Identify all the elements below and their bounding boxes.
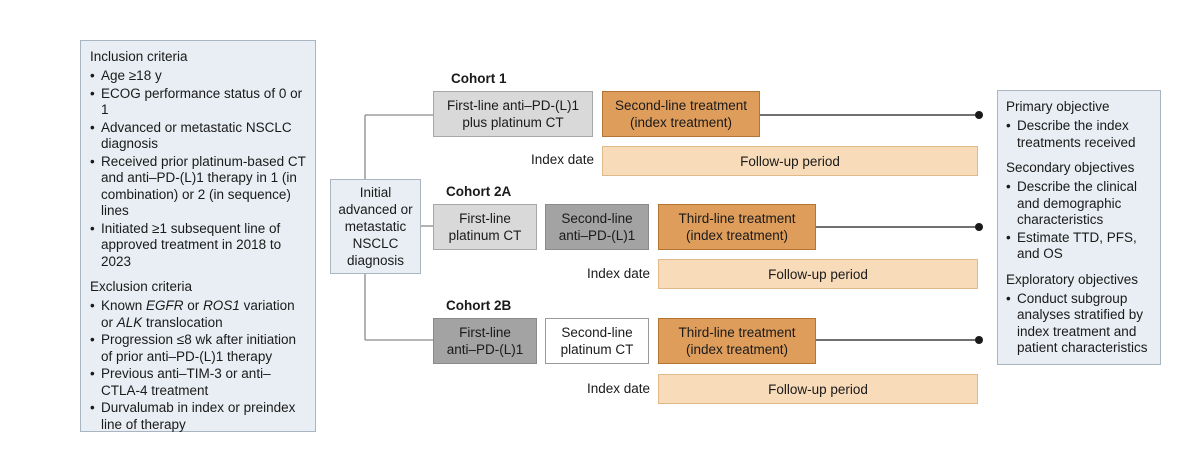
- secondary-objectives-list: Describe the clinical and demographic ch…: [1006, 179, 1154, 263]
- exclusion-item: Previous anti–TIM-3 or anti–CTLA-4 treat…: [90, 366, 307, 399]
- timeline-end-dot-cohort-2a: [975, 223, 983, 231]
- objective-item: Conduct subgroup analyses stratified by …: [1006, 291, 1154, 357]
- inclusion-item: Advanced or metastatic NSCLC diagnosis: [90, 120, 307, 153]
- exclusion-list: Known EGFR or ROS1 variation or ALK tran…: [90, 298, 307, 433]
- objective-item: Estimate TTD, PFS, and OS: [1006, 230, 1154, 263]
- inclusion-item: ECOG performance status of 0 or 1: [90, 86, 307, 119]
- criteria-panel: Inclusion criteria Age ≥18 y ECOG perfor…: [80, 40, 316, 432]
- cohort-2a-second-line-box: Second-line anti–PD-(L)1: [545, 204, 649, 250]
- gene-ros1: ROS1: [203, 298, 240, 313]
- secondary-objectives-title: Secondary objectives: [1006, 160, 1135, 175]
- inclusion-item: Initiated ≥1 subsequent line of approved…: [90, 221, 307, 271]
- cohort-2b-followup-period: Follow-up period: [658, 374, 978, 404]
- exploratory-objectives-title: Exploratory objectives: [1006, 271, 1139, 287]
- exclusion-text: Known: [101, 298, 147, 313]
- cohort-2a-first-line-box: First-line platinum CT: [433, 204, 537, 250]
- exclusion-text: variation or: [101, 298, 295, 330]
- inclusion-title: Inclusion criteria: [90, 49, 188, 64]
- cohort-1-first-line-box: First-line anti–PD-(L)1 plus platinum CT: [433, 91, 593, 137]
- primary-objective-list: Describe the index treatments received: [1006, 118, 1154, 151]
- objective-item: Describe the index treatments received: [1006, 118, 1154, 151]
- cohort-2b-first-line-box: First-line anti–PD-(L)1: [433, 318, 537, 364]
- inclusion-item: Age ≥18 y: [90, 68, 307, 85]
- timeline-end-dot-cohort-2b: [975, 336, 983, 344]
- exclusion-title: Exclusion criteria: [90, 279, 193, 294]
- exclusion-item: Durvalumab in index or preindex line of …: [90, 400, 307, 433]
- cohort-1-index-treatment-box: Second-line treatment (index treatment): [602, 91, 760, 137]
- cohort-2a-followup-period: Follow-up period: [658, 259, 978, 289]
- cohort-1-index-date: Index date: [530, 152, 594, 167]
- objectives-panel: Primary objective Describe the index tre…: [997, 90, 1161, 365]
- cohort-2a-label: Cohort 2A: [446, 184, 512, 199]
- gene-alk: ALK: [116, 314, 143, 330]
- exclusion-text: translocation: [142, 314, 223, 330]
- gene-egfr: EGFR: [146, 298, 184, 313]
- exclusion-item: Progression ≤8 wk after initiation of pr…: [90, 332, 307, 365]
- cohort-1-label: Cohort 1: [451, 71, 507, 86]
- cohort-2b-index-date: Index date: [586, 381, 650, 396]
- inclusion-item: Received prior platinum-based CT and ant…: [90, 154, 307, 220]
- cohort-2b-label: Cohort 2B: [446, 298, 512, 313]
- cohort-2b-index-treatment-box: Third-line treatment (index treatment): [658, 318, 816, 364]
- objective-item: Describe the clinical and demographic ch…: [1006, 179, 1154, 229]
- cohort-1-followup-period: Follow-up period: [602, 146, 978, 176]
- cohort-2b-second-line-box: Second-line platinum CT: [545, 318, 649, 364]
- inclusion-list: Age ≥18 y ECOG performance status of 0 o…: [90, 68, 307, 270]
- exclusion-text: or: [183, 298, 204, 313]
- exclusion-item: Known EGFR or ROS1 variation or ALK tran…: [90, 298, 307, 331]
- initial-diagnosis-box: Initial advanced or metastatic NSCLC dia…: [330, 179, 421, 274]
- primary-objective-title: Primary objective: [1006, 99, 1110, 114]
- exploratory-objectives-list: Conduct subgroup analyses stratified by …: [1006, 291, 1154, 357]
- timeline-end-dot-cohort-1: [975, 111, 983, 119]
- cohort-2a-index-treatment-box: Third-line treatment (index treatment): [658, 204, 816, 250]
- cohort-2a-index-date: Index date: [586, 266, 650, 281]
